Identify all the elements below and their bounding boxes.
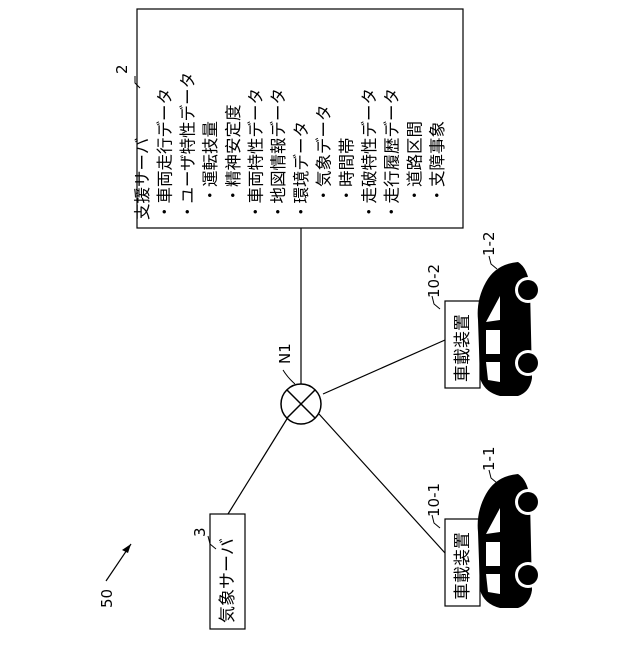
support-server-item: ・時間帯 [337, 138, 356, 221]
onboard-device-1-ref: 10-1 [425, 483, 443, 517]
weather-server-label: 気象サーバ [218, 538, 238, 623]
network-node-leader [283, 370, 295, 384]
vehicle-2-car-icon [478, 262, 541, 396]
support-server-ref: 2 [113, 64, 131, 74]
support-server-item: ・車両走行データ [155, 88, 175, 220]
link-network-device-2 [323, 340, 445, 394]
onboard-device-2-ref: 10-2 [425, 264, 443, 298]
vehicle-2-ref: 1-2 [480, 232, 498, 257]
support-server-title: 支援サーバ [133, 138, 152, 220]
weather-server-ref: 3 [191, 527, 209, 537]
onboard-device-1-label: 車載装置 [453, 532, 473, 600]
vehicle-2-ref-leader [489, 256, 497, 269]
onboard-device-2-label: 車載装置 [453, 314, 473, 382]
network-node-label: N1 [276, 343, 294, 364]
support-server-item: ・地図情報データ [268, 88, 288, 220]
support-server-item: ・気象データ [314, 105, 334, 221]
support-server-item: ・走行履歴データ [382, 88, 402, 220]
support-server-item: ・環境データ [291, 121, 311, 220]
vehicle-1-car-icon [478, 474, 541, 608]
link-weather-network [228, 414, 290, 514]
system-ref-label: 50 [98, 589, 116, 608]
support-server-item: ・支障事象 [428, 121, 447, 220]
network-node [281, 384, 321, 424]
vehicle-1-ref: 1-1 [480, 447, 498, 472]
support-server-item: ・走破特性データ [359, 88, 379, 220]
support-server-item: ・運転技量 [201, 121, 220, 220]
support-server-item: ・道路区間 [405, 121, 424, 220]
support-server-item: ・車両特性データ [246, 88, 266, 220]
system-ref-arrowhead [122, 544, 131, 553]
support-server-item: ・ユーザ特性データ [177, 72, 197, 220]
support-server-item: ・精神安定度 [224, 105, 243, 220]
